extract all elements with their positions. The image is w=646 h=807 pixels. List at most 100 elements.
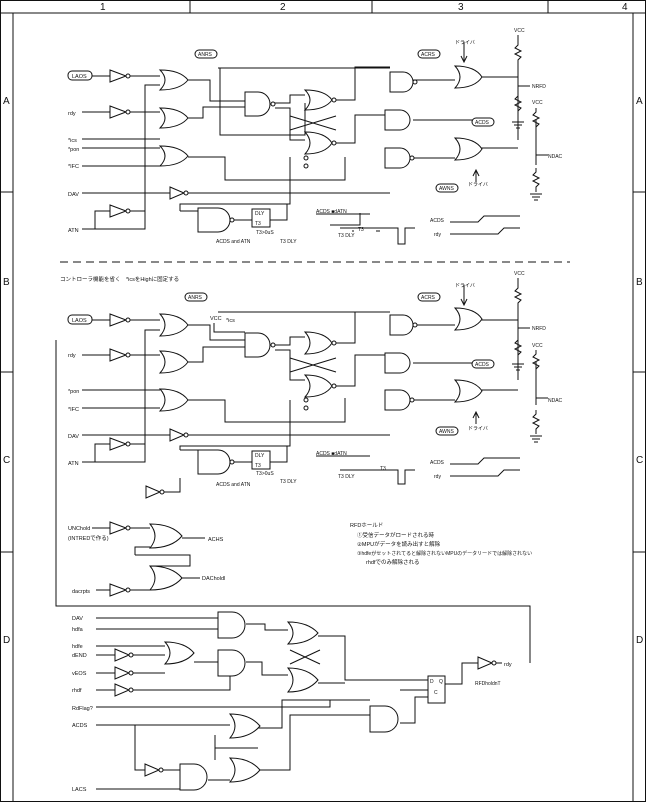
section-b-input-labels: LAOS rdy *pon *IFC DAV ATN VCC *ics	[67, 314, 235, 467]
input-pon: *pon	[68, 147, 79, 153]
section-c-labels: UNChold (INTREDで作る) dacrpts ACHS DAChold…	[68, 526, 225, 595]
section-c-rfd-hold: UNChold (INTREDで作る) dacrpts ACHS DAChold…	[68, 521, 532, 597]
note-line-2: ②MPUがデータを読み出すと解除	[357, 540, 441, 548]
d-input-veos: vEOS	[72, 671, 87, 677]
b-input-rdy: rdy	[68, 353, 76, 359]
c-input-dacrpts: dacrpts	[72, 589, 90, 595]
section-c-wires	[92, 527, 205, 591]
ff-q: Q	[439, 679, 443, 685]
d-input-hdfa: hdfa	[72, 627, 84, 633]
section-b-resistors	[460, 278, 548, 443]
row-label-d-left: D	[3, 635, 10, 646]
row-label-c-left: C	[3, 455, 10, 466]
b-timing-acds: ACDS	[430, 460, 445, 466]
b-tag-anrs: ANRS	[188, 295, 203, 301]
section-d-gates	[163, 611, 399, 791]
note-line-4: rhdfでのみ解除される	[366, 558, 419, 566]
b-driver-label-bottom: ドライバ	[468, 426, 488, 432]
row-label-a-left: A	[3, 96, 10, 107]
row-label-d-right: D	[636, 635, 643, 646]
d-input-dend: dEND	[72, 653, 87, 659]
b-gate-note: ACDS and ATN	[216, 482, 251, 488]
row-label-b-right: B	[636, 277, 643, 288]
ff-c: C	[434, 690, 438, 696]
b-input-dav: DAV	[68, 434, 79, 440]
timing-header: ACDS ■dATN	[316, 209, 347, 215]
b-input-pon: *pon	[68, 389, 79, 395]
row-labels: A A B B C C D D	[3, 96, 643, 646]
section-b-wires	[55, 304, 537, 663]
section-d-flip-flop: D Q C	[427, 675, 446, 704]
input-ics: *ics	[68, 138, 77, 144]
d-output-label: RFDholdnT	[475, 681, 501, 687]
tag-acrs: ACRS	[421, 52, 436, 58]
timing-acds: ACDS	[430, 218, 445, 224]
column-labels: 1 2 3 4	[100, 2, 628, 13]
t3-dly-note: T3 DLY	[280, 239, 297, 245]
note-title: RFDホールド	[350, 522, 383, 529]
row-label-a-right: A	[636, 96, 643, 107]
section-b-handshake-circuit: LAOS rdy *pon *IFC DAV ATN VCC *ics	[55, 271, 563, 663]
b-vcc-top: VCC	[514, 271, 525, 277]
b-t3-box-label: T3	[255, 463, 261, 469]
b-timing-t3: T3	[380, 466, 386, 472]
ff-d: D	[430, 679, 434, 685]
tag-anrs: ANRS	[198, 52, 213, 58]
c-input-unchold: UNChold	[68, 526, 90, 532]
section-c-inverters	[109, 521, 131, 597]
section-b-inverters	[109, 313, 189, 499]
section-a-input-or-gates	[158, 69, 189, 167]
c-output-dachold: DACholdl	[202, 576, 225, 582]
column-label-3: 3	[458, 2, 464, 13]
b-timing-header: ACDS ■dATN	[316, 451, 347, 457]
b-timing-t3-dly: T3 DLY	[338, 474, 355, 480]
section-a-wires	[82, 62, 537, 230]
column-label-1: 1	[100, 2, 106, 13]
driver-label-top: ドライバ	[455, 40, 475, 46]
section-b-latch	[289, 331, 337, 411]
section-b-delay-block: DLY T3	[251, 450, 271, 470]
section-a-input-labels: LAOS rdy *ics *pon *IFC DAV ATN	[67, 70, 93, 234]
section-a-resistors	[460, 35, 548, 201]
input-dav: DAV	[68, 192, 79, 198]
column-label-4: 4	[622, 2, 628, 13]
section-c-latch-gates	[148, 523, 183, 591]
b-vcc-ics-vcc: VCC	[210, 316, 222, 322]
column-label-2: 2	[280, 2, 286, 13]
section-b-nand-gates	[197, 314, 418, 475]
c-input-intred: (INTREDで作る)	[68, 534, 109, 542]
timing-rdy: rdy	[434, 232, 441, 238]
b-t3-min-note: T3>0uS	[256, 471, 274, 477]
output-nrfd: NRFD	[532, 84, 546, 90]
vcc-bottom: VCC	[532, 100, 543, 106]
section-d-inverters	[114, 648, 497, 777]
section-b-note: コントローラ機能を省く *icsをHighに固定する	[60, 275, 179, 283]
section-b-timing: ACDS ■dATN T3 T3 DLY ACDS rdy	[316, 451, 520, 485]
d-input-rdflag: RdFlag?	[72, 706, 93, 712]
b-tag-awns: AWNS	[439, 429, 454, 435]
section-b-driver-gates	[453, 307, 483, 403]
input-laos: LAOS	[72, 74, 87, 80]
section-b-input-or-gates	[158, 313, 189, 412]
section-d-input-labels: DAV hdfa hdfe dEND vEOS rhdf RdFlag? ACD…	[72, 616, 93, 793]
section-d-rdy-generator: DAV hdfa hdfe dEND vEOS rhdf RdFlag? ACD…	[72, 611, 512, 793]
input-ifc: *IFC	[68, 164, 79, 170]
section-b-tags: ANRS ACRS ACDS AWNS ドライバ ドライバ VCC VCC NR…	[184, 271, 563, 436]
d-input-acds: ACDS	[72, 723, 88, 729]
b-tag-acrs: ACRS	[421, 295, 436, 301]
vcc-top: VCC	[514, 28, 525, 34]
section-a-nand-gates	[197, 71, 418, 233]
tag-acds: ACDS	[475, 120, 490, 126]
b-input-atn: ATN	[68, 461, 79, 467]
section-a-latch	[289, 89, 337, 169]
dly-label: DLY	[255, 211, 265, 217]
d-input-dav: DAV	[72, 616, 83, 622]
section-a-handshake-circuit: LAOS rdy *ics *pon *IFC DAV ATN	[67, 28, 563, 245]
b-driver-label-top: ドライバ	[455, 283, 475, 289]
b-vcc-ics-ics: *ics	[226, 318, 235, 324]
d-input-lacs: LACS	[72, 787, 87, 793]
b-vcc-bottom: VCC	[532, 343, 543, 349]
section-a-inverters	[109, 69, 189, 218]
